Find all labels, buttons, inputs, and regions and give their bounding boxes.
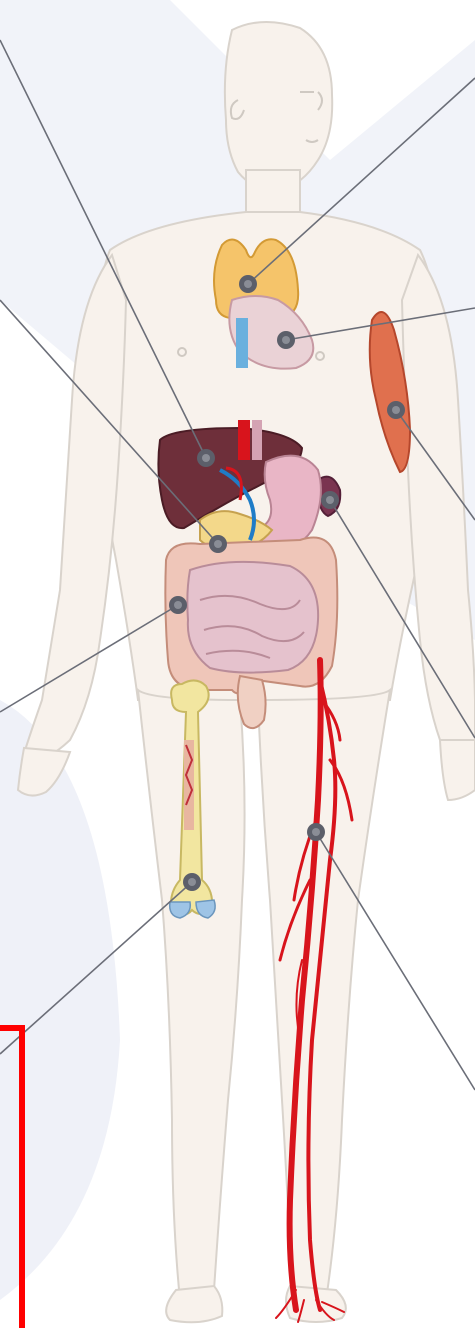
marker-pancreas xyxy=(209,535,227,553)
marker-femur xyxy=(183,873,201,891)
marker-spleen xyxy=(321,491,339,509)
marker-liver xyxy=(197,449,215,467)
marker-intestine xyxy=(169,596,187,614)
marker-thyroid xyxy=(239,275,257,293)
marker-artery xyxy=(307,823,325,841)
intestine xyxy=(187,562,318,673)
marker-muscle xyxy=(387,401,405,419)
marker-heart xyxy=(277,331,295,349)
